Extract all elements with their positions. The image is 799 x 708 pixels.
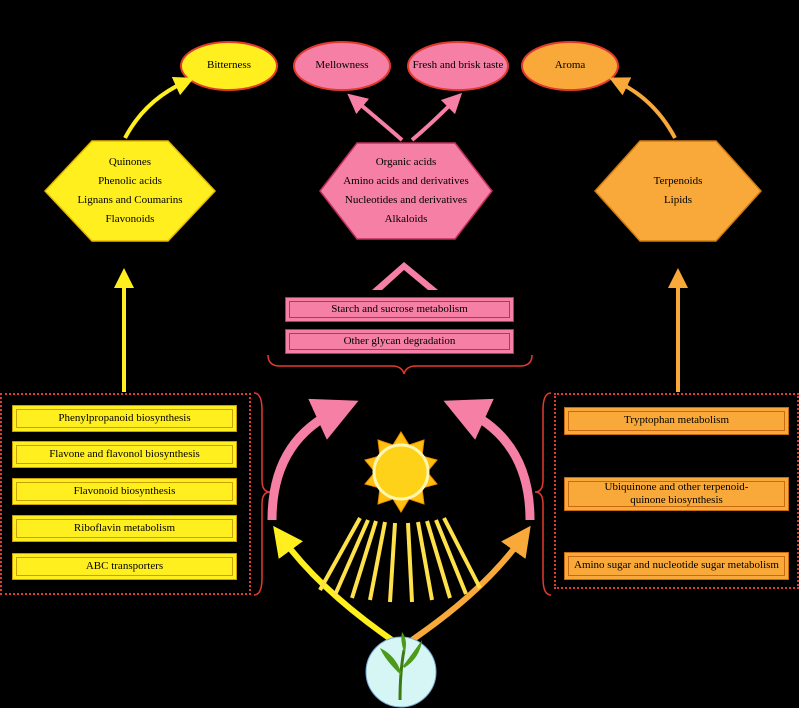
arrow-center-to-mellowness xyxy=(347,93,404,142)
pathway-other-glycan: Other glycan degradation xyxy=(285,329,514,354)
pathway-flavone-flavonol: Flavone and flavonol biosynthesis xyxy=(12,441,237,468)
metabolite-organic-acids: Organic acids xyxy=(375,156,437,168)
taste-label-aroma: Aroma xyxy=(554,59,586,72)
metabolite-quinones: Quinones xyxy=(108,156,152,168)
metabolite-flavonoids: Flavonoids xyxy=(105,213,155,225)
arrow-left-to-bitterness xyxy=(123,76,195,139)
hexagon-left-labels: Quinones Phenolic acids Lignans and Coum… xyxy=(50,151,210,231)
center-brace xyxy=(267,354,533,375)
arrow-center-to-fresh xyxy=(410,92,463,142)
right-pathway-group xyxy=(554,393,799,589)
left-pathway-group xyxy=(0,393,251,595)
pathway-flavonoid: Flavonoid biosynthesis xyxy=(12,478,237,505)
hexagon-center xyxy=(319,142,493,240)
metabolite-phenolic-acids: Phenolic acids xyxy=(98,175,162,187)
pathway-tryptophan: Tryptophan metabolism xyxy=(564,407,789,435)
pathway-phenylpropanoid: Phenylpropanoid biosynthesis xyxy=(12,405,237,432)
arrow-plant-left-yellow xyxy=(273,525,394,643)
pathway-riboflavin: Riboflavin metabolism xyxy=(12,515,237,542)
arrow-left-pink-up xyxy=(267,398,359,521)
pathway-amino-sugar: Amino sugar and nucleotide sugar metabol… xyxy=(564,552,789,580)
pathway-abc-transporters: ABC transporters xyxy=(12,553,237,580)
metabolite-terpenoids: Terpenoids xyxy=(653,175,703,187)
metabolite-lignans: Lignans and Coumarins xyxy=(77,194,183,206)
taste-ellipse-mellowness xyxy=(293,41,391,91)
pathway-starch-sucrose: Starch and sucrose metabolism xyxy=(285,297,514,322)
sun-icon xyxy=(318,431,482,603)
taste-label-fresh: Fresh and brisk taste xyxy=(412,59,504,72)
taste-ellipse-bitterness xyxy=(180,41,278,91)
taste-label-mellowness: Mellowness xyxy=(315,59,369,72)
arrow-right-pink-up xyxy=(443,398,535,521)
arrow-plant-right-orange xyxy=(410,525,531,643)
tea-plant-icon xyxy=(365,632,437,708)
hexagon-right-labels: Terpenoids Lipids xyxy=(600,171,756,211)
hexagon-right xyxy=(593,140,763,242)
taste-label-bitterness: Bitterness xyxy=(207,59,251,72)
arrow-right-to-aroma xyxy=(609,77,677,139)
taste-ellipse-aroma xyxy=(521,41,619,91)
metabolite-alkaloids: Alkaloids xyxy=(384,213,428,225)
metabolite-lipids: Lipids xyxy=(663,194,693,206)
right-brace xyxy=(534,392,552,596)
chevron-up-icon xyxy=(372,262,438,290)
hexagon-left xyxy=(43,140,217,242)
taste-ellipse-fresh xyxy=(407,41,509,91)
metabolite-nucleotides: Nucleotides and derivatives xyxy=(344,194,468,206)
left-brace xyxy=(253,392,271,596)
metabolite-amino-acids: Amino acids and derivatives xyxy=(343,175,469,187)
hexagon-center-labels: Organic acids Amino acids and derivative… xyxy=(325,151,487,231)
pathway-ubiquinone: Ubiquinone and other terpenoid-quinone b… xyxy=(564,477,789,511)
